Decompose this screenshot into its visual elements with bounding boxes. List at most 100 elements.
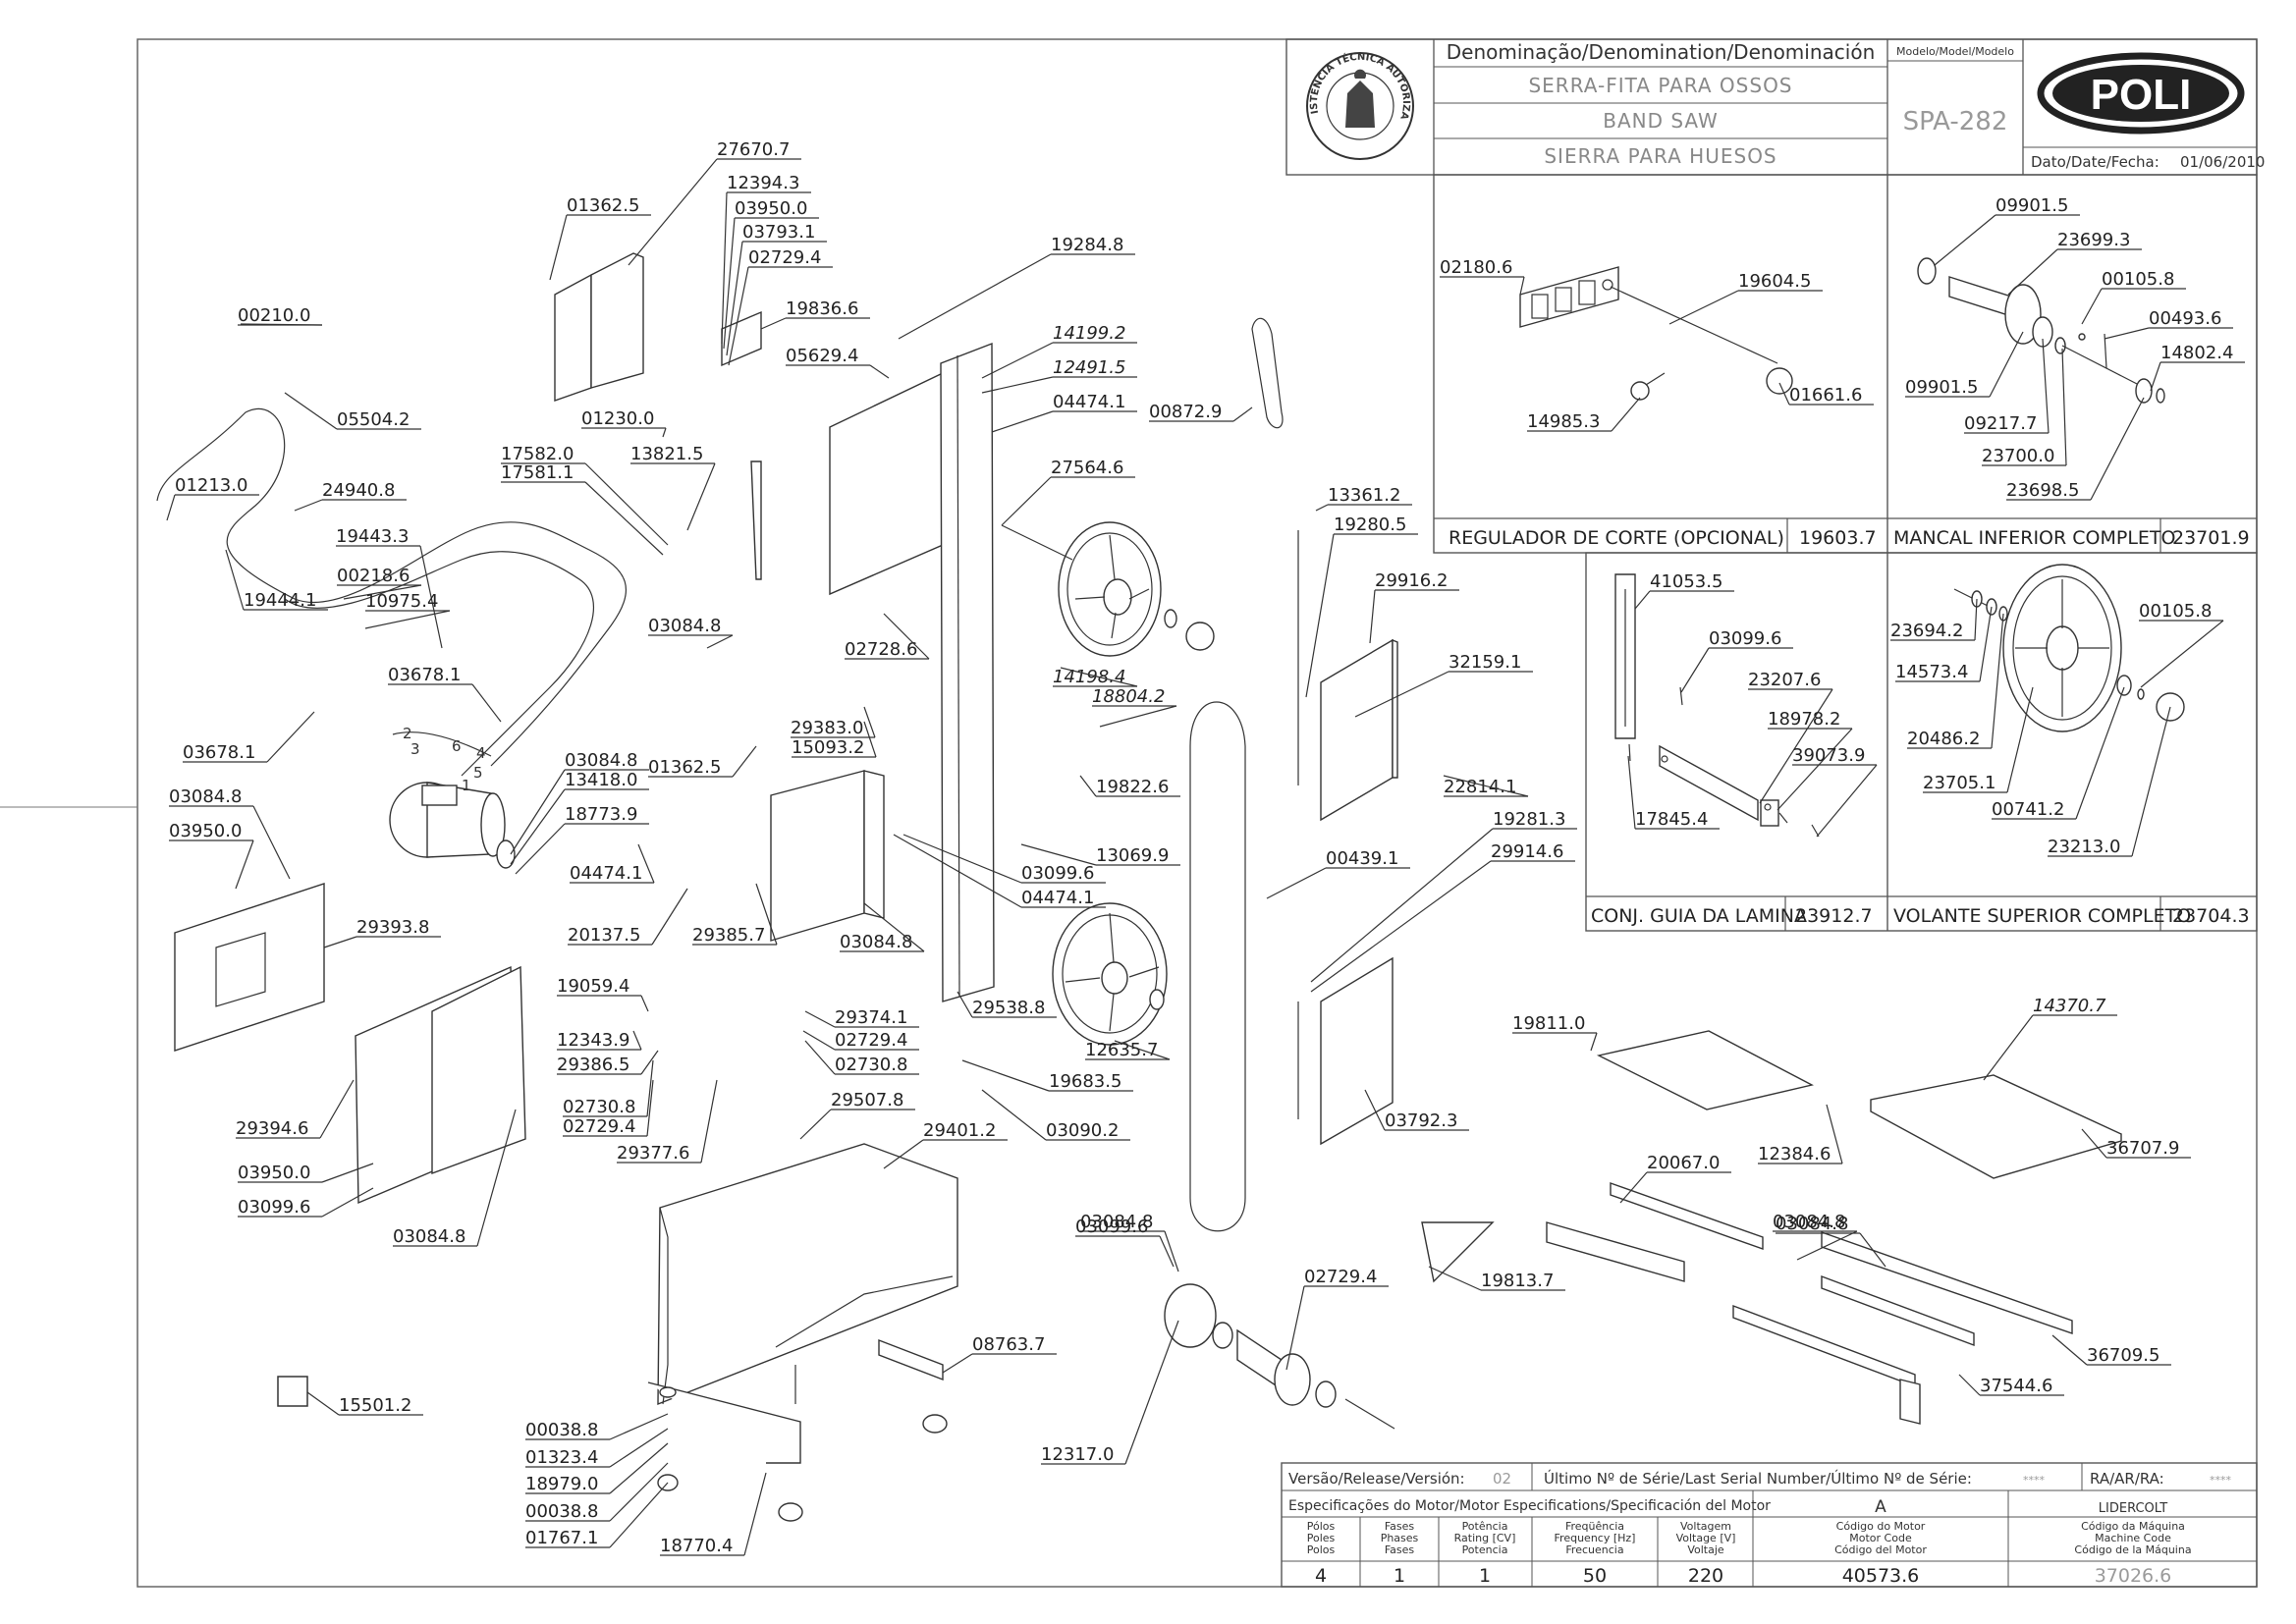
part-label-12394.3: 12394.3 — [727, 173, 799, 193]
leader-line — [981, 376, 1054, 394]
upper-wheel-drawing — [1953, 564, 2185, 732]
spec-header-es: Código de la Máquina — [2074, 1543, 2191, 1556]
spec-header-pt: Fases — [1385, 1520, 1415, 1533]
leader-line — [319, 1079, 355, 1139]
leader-line — [284, 392, 338, 430]
leader-line — [419, 545, 443, 649]
part-label-02729.4: 02729.4 — [1304, 1267, 1377, 1287]
leader-line — [1354, 671, 1449, 718]
part-label-19822.6: 19822.6 — [1096, 777, 1169, 797]
svg-text:POLI: POLI — [2091, 71, 2192, 119]
leader-line — [942, 1353, 973, 1374]
part-label-29914.6: 29914.6 — [1491, 841, 1563, 862]
leader-line — [471, 683, 502, 723]
part-label-05629.4: 05629.4 — [786, 346, 858, 366]
leader-line — [700, 1079, 718, 1164]
part-label-17581.1: 17581.1 — [501, 462, 574, 483]
part-label-14198.4: 14198.4 — [1053, 667, 1125, 687]
part-label-03084.8: 03084.8 — [1773, 1212, 1845, 1232]
part-label-15501.2: 15501.2 — [339, 1395, 411, 1416]
ra-value: **** — [2210, 1474, 2232, 1487]
part-label-00872.9: 00872.9 — [1149, 402, 1222, 422]
leader-line — [1369, 589, 1376, 644]
leader-line — [1519, 276, 1525, 296]
leader-line — [1266, 867, 1327, 899]
subassembly-part-label-09217.7: 09217.7 — [1964, 413, 2037, 434]
part-label-13418.0: 13418.0 — [565, 770, 637, 790]
subassembly-part-label-23213.0: 23213.0 — [2048, 837, 2120, 857]
subassembly-part-label-23700.0: 23700.0 — [1982, 446, 2054, 466]
subassembly-part-label-02180.6: 02180.6 — [1440, 257, 1512, 278]
leader-line — [225, 549, 245, 611]
subassembly-part-label-23207.6: 23207.6 — [1748, 670, 1821, 690]
leader-line — [1826, 1104, 1843, 1164]
spec-header-en: Phases — [1381, 1532, 1419, 1544]
spec-header-es: Código del Motor — [1834, 1543, 1927, 1556]
leader-line — [235, 839, 254, 890]
name-es: SIERRA PARA HUESOS — [1544, 144, 1777, 168]
subassembly-part-label-09901.5: 09901.5 — [1905, 377, 1978, 398]
main-exploded-view — [156, 252, 2122, 1522]
spec-value: 40573.6 — [1842, 1565, 1920, 1587]
ra-label: RA/AR/RA: — [2090, 1470, 2164, 1488]
spec-header-pt: Código do Motor — [1836, 1520, 1926, 1533]
part-label-12384.6: 12384.6 — [1758, 1144, 1831, 1164]
part-label-00210.0: 00210.0 — [238, 305, 310, 326]
leader-line — [883, 613, 930, 660]
part-label-18770.4: 18770.4 — [660, 1536, 733, 1556]
leader-line — [1759, 688, 1833, 804]
leader-line — [1934, 214, 1996, 266]
part-label-29507.8: 29507.8 — [831, 1090, 903, 1110]
leader-line — [804, 1040, 836, 1075]
subassembly-part-label-19604.5: 19604.5 — [1738, 271, 1811, 292]
spec-value: 4 — [1315, 1565, 1327, 1587]
wire-number-4: 4 — [476, 744, 486, 762]
leader-line — [760, 317, 787, 330]
part-label-18804.2: 18804.2 — [1092, 686, 1165, 707]
part-label-13821.5: 13821.5 — [630, 444, 703, 464]
subassembly-code-3: 23912.7 — [1795, 905, 1873, 927]
leader-line — [1991, 613, 2004, 749]
part-label-03084.8: 03084.8 — [648, 616, 721, 636]
leader-line — [1443, 775, 1529, 797]
serial-value: **** — [2023, 1474, 2046, 1487]
leader-line — [723, 217, 736, 350]
part-label-00218.6: 00218.6 — [337, 566, 410, 586]
leader-line — [294, 499, 323, 512]
part-label-12317.0: 12317.0 — [1041, 1444, 1114, 1465]
subassembly-part-label-00741.2: 00741.2 — [1992, 799, 2064, 820]
leader-line — [1958, 1374, 1981, 1396]
part-label-37544.6: 37544.6 — [1980, 1376, 2052, 1396]
leader-line — [1778, 382, 1790, 406]
leader-line — [2061, 348, 2067, 466]
part-label-02729.4: 02729.4 — [563, 1116, 635, 1137]
leader-line — [802, 1030, 836, 1051]
part-number-labels: 27670.701362.512394.303950.003793.102729… — [166, 139, 2245, 1556]
part-label-03099.6: 03099.6 — [238, 1197, 310, 1218]
leader-line — [991, 410, 1054, 433]
leader-line — [1099, 705, 1177, 728]
part-label-29394.6: 29394.6 — [236, 1118, 308, 1139]
leader-line — [2090, 397, 2145, 501]
leader-line — [323, 936, 357, 948]
denomination-header: Denominação/Denomination/Denominación — [1447, 40, 1876, 64]
part-label-03084.8: 03084.8 — [840, 932, 912, 952]
wire-number-1: 1 — [462, 777, 471, 794]
leader-line — [609, 1462, 669, 1522]
wire-number-2: 2 — [403, 725, 412, 742]
seal-text: ASSISTÊNCIA TÉCNICA AUTORIZADA — [0, 0, 1411, 121]
part-label-04474.1: 04474.1 — [1053, 392, 1125, 412]
part-label-29386.5: 29386.5 — [557, 1055, 629, 1075]
subassembly-part-label-14985.3: 14985.3 — [1527, 411, 1600, 432]
subassembly-part-label-23705.1: 23705.1 — [1923, 773, 1995, 793]
part-label-01323.4: 01323.4 — [525, 1447, 598, 1468]
leader-line — [1983, 1014, 2034, 1081]
leader-line — [1315, 504, 1329, 512]
subassembly-part-label-23698.5: 23698.5 — [2006, 480, 2079, 501]
leader-line — [726, 241, 743, 356]
part-label-12343.9: 12343.9 — [557, 1030, 629, 1051]
leader-line — [863, 706, 876, 738]
part-label-29377.6: 29377.6 — [617, 1143, 689, 1164]
leader-line — [628, 158, 718, 266]
